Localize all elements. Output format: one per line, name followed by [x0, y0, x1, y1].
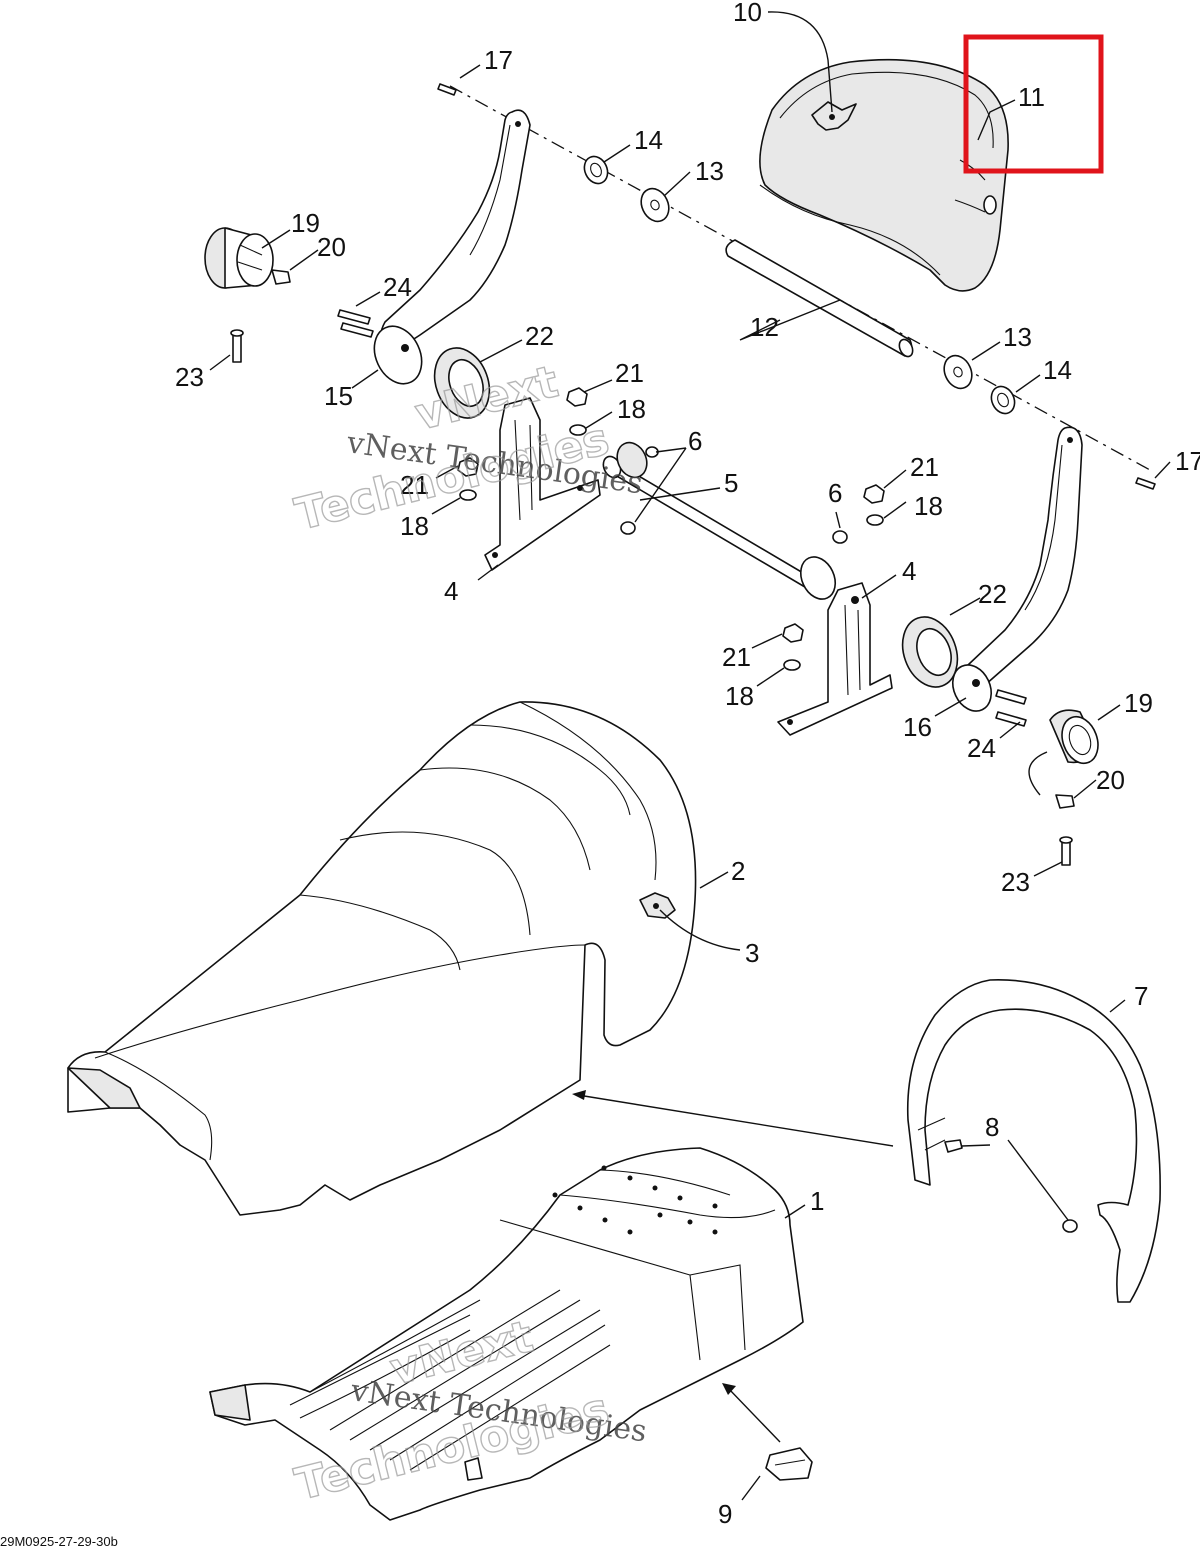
- tube-12: [725, 239, 914, 358]
- callout-21-d: 21: [722, 642, 751, 672]
- nut-21-d: [782, 623, 804, 643]
- callout-8: 8: [985, 1112, 999, 1142]
- callout-20-left: 20: [317, 232, 346, 262]
- highlight-box-11: [963, 34, 1104, 174]
- callout-23-left: 23: [175, 362, 204, 392]
- callout-1: 1: [810, 1186, 824, 1216]
- callout-13-lower: 13: [1003, 322, 1032, 352]
- washer-18-a: [569, 424, 587, 436]
- callout-23-right: 23: [1001, 867, 1030, 897]
- callout-15: 15: [324, 381, 353, 411]
- callout-21-a: 21: [615, 358, 644, 388]
- callout-19-right: 19: [1124, 688, 1153, 718]
- knob-19-right: [1049, 709, 1099, 765]
- clip-9: [765, 1447, 813, 1481]
- backrest-part-10: [759, 58, 1009, 292]
- washer-18-d: [783, 659, 801, 671]
- leader-knob-clip: [1028, 751, 1048, 796]
- leader-lines: [209, 11, 1171, 1501]
- callout-22-right: 22: [978, 579, 1007, 609]
- callout-24-right: 24: [967, 733, 996, 763]
- callout-17-lower: 17: [1175, 446, 1200, 476]
- callout-19-left: 19: [291, 208, 320, 238]
- knob-19-left: [204, 227, 274, 289]
- bushing-14-lower: [990, 385, 1016, 415]
- nut-6-c: [832, 530, 848, 544]
- washer-18-b: [459, 489, 477, 501]
- callout-21-c: 21: [910, 452, 939, 482]
- seat-cover-2: [67, 701, 697, 1216]
- callout-18-b: 18: [400, 511, 429, 541]
- callout-11: 11: [1018, 82, 1045, 112]
- support-arm-left-15: [373, 109, 531, 385]
- support-arm-right-16: [951, 426, 1083, 712]
- nut-21-a: [566, 387, 588, 407]
- bolt-17-upper: [437, 83, 457, 96]
- callout-18-c: 18: [914, 491, 943, 521]
- bracket-22-left: [433, 347, 491, 419]
- callout-14-upper: 14: [634, 125, 663, 155]
- callout-21-b: 21: [400, 470, 429, 500]
- clip-20-right: [1055, 794, 1075, 809]
- callout-16: 16: [903, 712, 932, 742]
- callout-6-a: 6: [688, 426, 702, 456]
- washer-18-c: [866, 514, 884, 526]
- nut-21-c: [863, 484, 885, 504]
- hinge-bracket-4-right: [777, 556, 893, 736]
- screw-24-right: [995, 689, 1027, 727]
- nut-6-b: [620, 521, 636, 535]
- screw-24-left: [337, 309, 374, 338]
- washer-13-lower: [943, 354, 973, 390]
- callout-6-b: 6: [828, 478, 842, 508]
- callout-4-left: 4: [444, 576, 458, 606]
- fastener-8-a: [944, 1139, 963, 1153]
- callout-9: 9: [718, 1499, 732, 1529]
- callout-18-a: 18: [617, 394, 646, 424]
- callout-14-lower: 14: [1043, 355, 1072, 385]
- callout-12: 12: [750, 312, 779, 342]
- figure-code: 29M0925-27-29-30b: [0, 1534, 118, 1549]
- callout-18-d: 18: [725, 681, 754, 711]
- callout-3: 3: [745, 938, 759, 968]
- callout-24-left: 24: [383, 272, 412, 302]
- callout-labels: 10 11 17 14 13 19 20 24 22 23 15 12 13 1…: [175, 0, 1200, 1529]
- nut-21-b: [457, 457, 479, 477]
- callout-20-right: 20: [1096, 765, 1125, 795]
- washer-13-upper: [640, 187, 670, 223]
- seat-base-1: [209, 1147, 804, 1521]
- callout-17-upper: 17: [484, 45, 513, 75]
- pin-23-right: [1059, 836, 1073, 866]
- bushing-14-upper: [583, 155, 609, 185]
- bracket-22-right: [901, 616, 959, 688]
- callout-22-left: 22: [525, 321, 554, 351]
- callout-7: 7: [1134, 981, 1148, 1011]
- clip-20-left: [271, 269, 291, 285]
- shaft-5: [602, 441, 816, 591]
- bolt-17-lower: [1135, 477, 1156, 490]
- callout-10: 10: [733, 0, 762, 27]
- fastener-8-b: [1062, 1219, 1078, 1233]
- callout-2: 2: [731, 856, 745, 886]
- callout-5: 5: [724, 468, 738, 498]
- trim-strip-7: [906, 979, 1161, 1303]
- pin-23-left: [230, 329, 244, 363]
- callout-4-right: 4: [902, 556, 916, 586]
- hinge-bracket-4-left: [484, 397, 601, 571]
- callout-13-upper: 13: [695, 156, 724, 186]
